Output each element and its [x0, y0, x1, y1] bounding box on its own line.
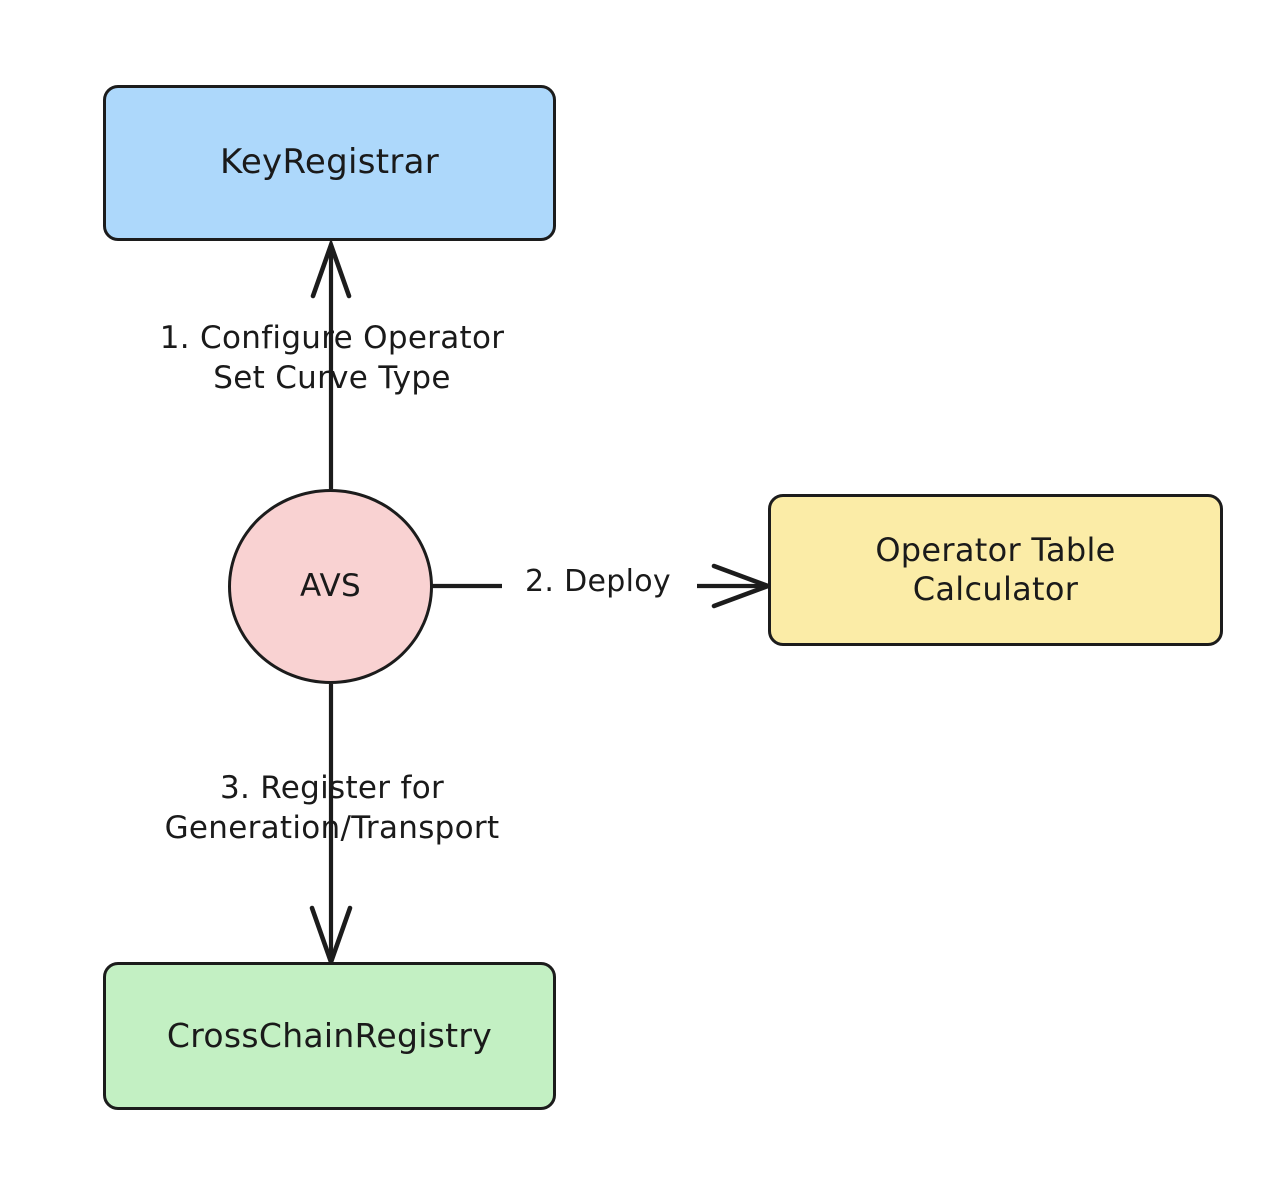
node-keyregistrar-label: KeyRegistrar	[219, 142, 440, 183]
edge-avs-to-keyregistrar	[310, 238, 352, 489]
node-keyregistrar[interactable]: KeyRegistrar	[103, 85, 556, 241]
edge-label-configure-operator-set-curve-type: 1. Configure Operator Set Curve Type	[159, 320, 505, 397]
node-crosschainregistry-label: CrossChainRegistry	[166, 1015, 493, 1055]
edge-label-deploy: 2. Deploy	[525, 564, 671, 599]
node-crosschainregistry[interactable]: CrossChainRegistry	[103, 962, 556, 1110]
edge-label-register-for-generation-transport: 3. Register for Generation/Transport	[164, 770, 500, 847]
arrowhead-up-icon	[310, 238, 352, 299]
node-avs-label: AVS	[299, 567, 361, 604]
node-operator-table-calculator-label: Operator Table Calculator	[875, 530, 1116, 608]
node-avs[interactable]: AVS	[228, 489, 433, 684]
node-operator-table-calculator[interactable]: Operator Table Calculator	[768, 494, 1223, 646]
